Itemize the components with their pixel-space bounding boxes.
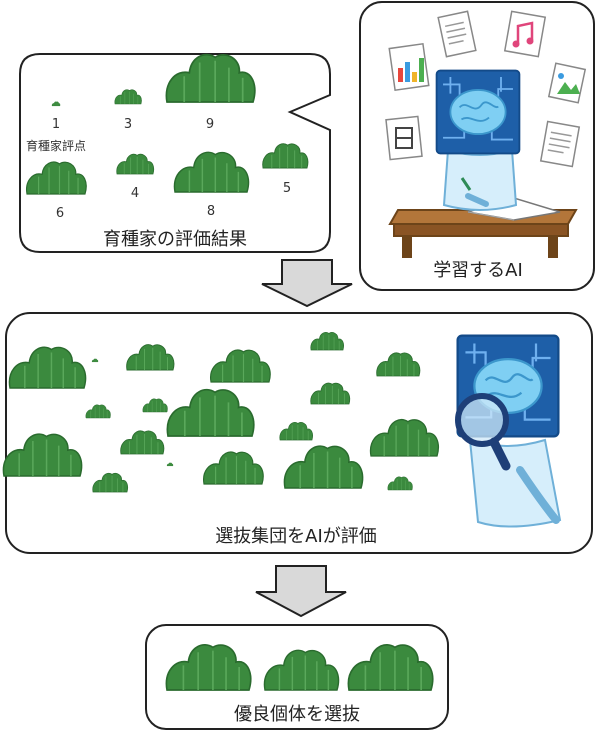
result-panel-title: 優良個体を選抜 <box>234 704 360 725</box>
evaluation-panel-frame <box>19 53 331 253</box>
score-label-4: 4 <box>131 186 139 201</box>
score-label-5: 5 <box>283 181 291 196</box>
score-label-9: 9 <box>206 117 214 132</box>
text-page-icon <box>539 120 581 168</box>
score-header: 育種家評点 <box>26 138 86 153</box>
score-label-6: 6 <box>56 206 64 221</box>
flow-arrow-2 <box>255 565 347 618</box>
score-label-3: 3 <box>124 117 132 132</box>
document-icon <box>437 10 477 58</box>
calendar-icon <box>385 115 423 161</box>
flow-arrow-1 <box>261 259 353 308</box>
score-label-1: 1 <box>52 117 60 132</box>
magnifier-icon <box>455 393 509 447</box>
learning-panel: 学習するAI <box>359 1 595 291</box>
desk <box>388 197 578 258</box>
bar-chart-icon <box>388 42 430 92</box>
ai-character-inspecting <box>455 334 562 528</box>
learning-panel-title: 学習するAI <box>433 260 523 281</box>
ai-character-studying <box>435 69 521 211</box>
evaluation-panel: 1 3 9 育種家評点 6 4 8 5 育種家の評価結果 <box>19 53 331 253</box>
selection-panel-title: 選抜集団をAIが評価 <box>215 526 377 547</box>
evaluation-panel-title: 育種家の評価結果 <box>103 229 247 250</box>
image-icon <box>547 62 587 104</box>
music-note-icon <box>503 10 547 58</box>
score-label-8: 8 <box>207 204 215 219</box>
selection-panel: 選抜集団をAIが評価 <box>2 312 593 554</box>
result-panel: 優良個体を選抜 <box>145 624 449 730</box>
